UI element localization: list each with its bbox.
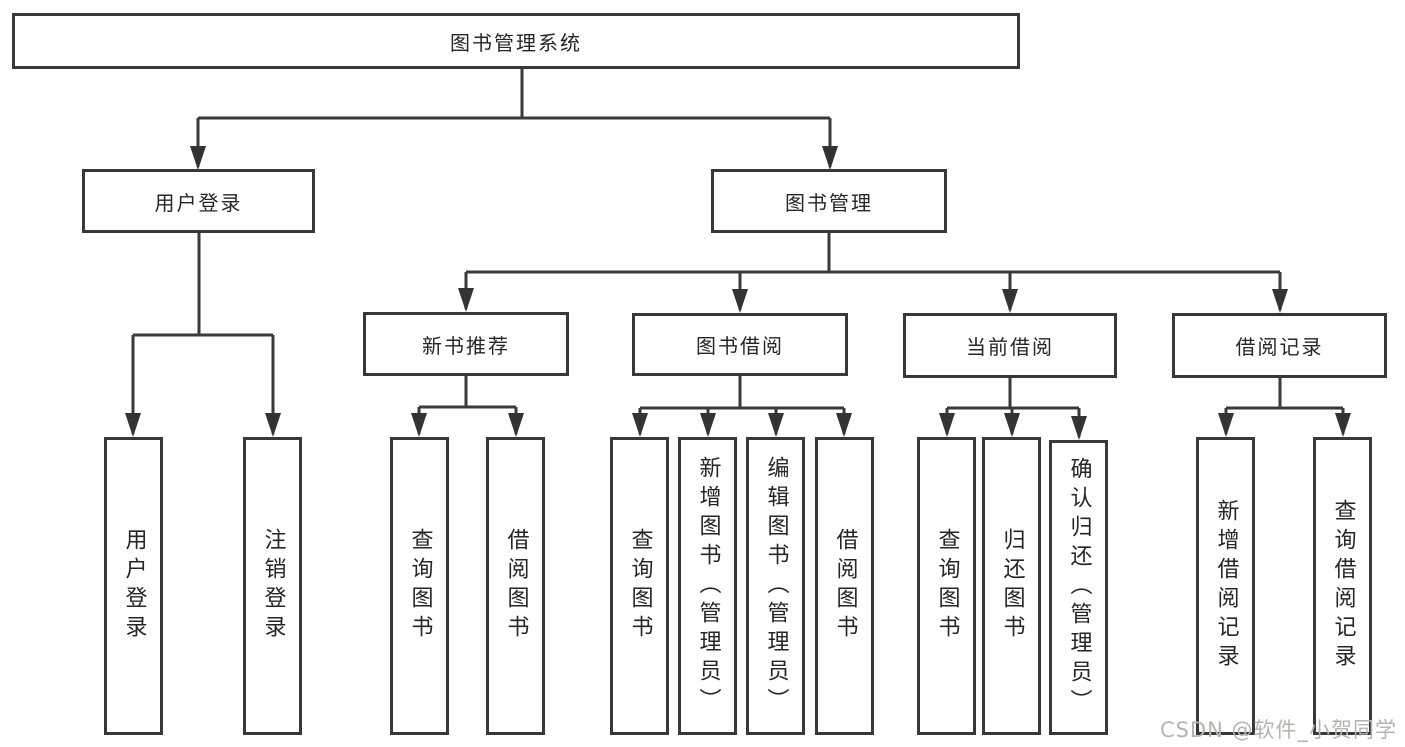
leaf-borrow-books-borrowing: 借阅图书 [815,437,874,735]
leaf-user-login-label: 用户登录 [121,528,147,644]
csdn-watermark: CSDN @软件_小贺同学 [1159,718,1397,742]
leaf-query-books-borrowing: 查询图书 [610,437,669,735]
leaf-edit-book-admin: 编辑图书（管理员） [746,437,805,735]
node-current-borrowing-label: 当前借阅 [966,335,1054,359]
leaf-query-borrow-record: 查询借阅记录 [1313,437,1372,735]
node-book-borrowing-label: 图书借阅 [696,334,784,358]
node-book-management: 图书管理 [711,169,947,233]
leaf-add-book-admin: 新增图书（管理员） [678,437,737,735]
node-library-system: 图书管理系统 [12,13,1020,69]
leaf-add-book-admin-label: 新增图书（管理员） [695,455,721,717]
leaf-query-books-recommend-label: 查询图书 [407,528,433,644]
leaf-query-borrow-record-label: 查询借阅记录 [1330,499,1356,673]
node-borrowing-records-label: 借阅记录 [1235,335,1324,359]
node-user-login-label: 用户登录 [154,190,243,215]
node-book-borrowing: 图书借阅 [632,313,848,376]
node-book-management-label: 图书管理 [785,190,873,215]
node-new-book-recommend-label: 新书推荐 [422,333,510,358]
node-borrowing-records: 借阅记录 [1172,313,1387,378]
leaf-query-books-recommend: 查询图书 [390,437,449,735]
node-user-login: 用户登录 [82,169,315,233]
leaf-borrow-books-recommend: 借阅图书 [486,437,545,735]
leaf-confirm-return-admin-label: 确认归还（管理员） [1066,457,1092,718]
leaf-logout-label: 注销登录 [260,528,286,644]
node-current-borrowing: 当前借阅 [903,313,1117,378]
leaf-return-books: 归还图书 [982,437,1041,735]
leaf-user-login: 用户登录 [104,437,163,735]
leaf-edit-book-admin-label: 编辑图书（管理员） [763,455,789,717]
node-new-book-recommend: 新书推荐 [363,312,569,376]
leaf-query-books-borrowing-label: 查询图书 [627,528,653,644]
leaf-borrow-books-recommend-label: 借阅图书 [503,528,529,644]
leaf-query-books-current: 查询图书 [917,437,976,735]
leaf-logout: 注销登录 [243,437,302,735]
leaf-add-borrow-record: 新增借阅记录 [1196,437,1255,735]
leaf-confirm-return-admin: 确认归还（管理员） [1049,440,1108,735]
leaf-borrow-books-borrowing-label: 借阅图书 [832,528,858,644]
node-library-system-label: 图书管理系统 [450,30,582,55]
leaf-query-books-current-label: 查询图书 [934,528,960,644]
leaf-add-borrow-record-label: 新增借阅记录 [1213,499,1239,673]
leaf-return-books-label: 归还图书 [999,528,1025,644]
